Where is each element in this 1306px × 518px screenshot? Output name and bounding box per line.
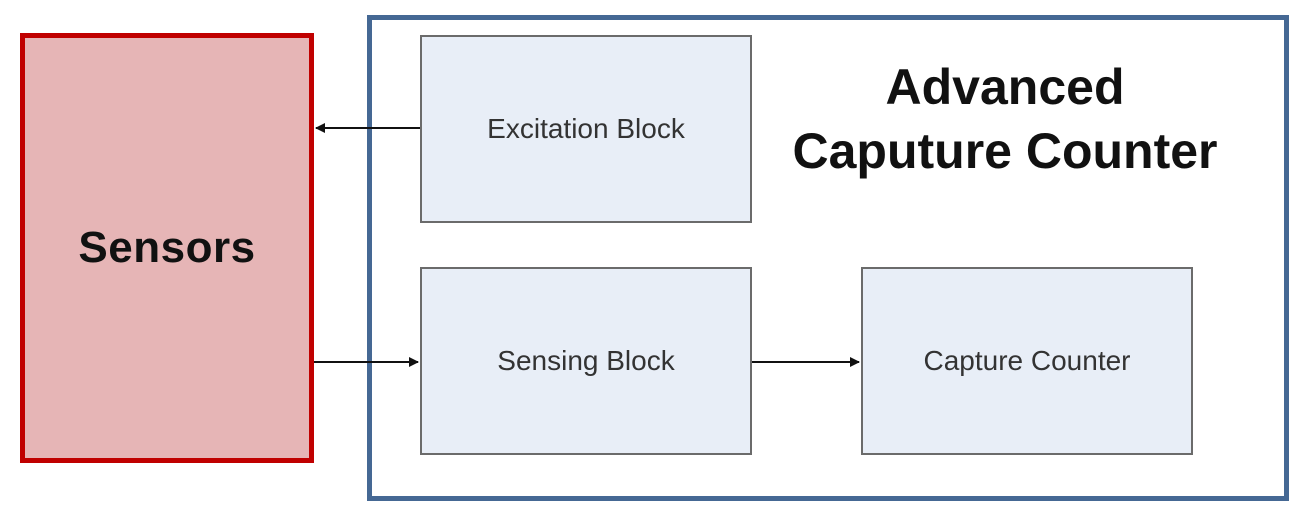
- container-title-line2: Caputure Counter: [792, 123, 1218, 179]
- sensors-block: Sensors: [20, 33, 314, 463]
- capture-counter-block-label: Capture Counter: [923, 345, 1131, 376]
- sensing-block-label: Sensing Block: [497, 345, 675, 376]
- container-title-line1: Advanced: [885, 59, 1125, 115]
- sensing-block: Sensing Block: [420, 267, 752, 455]
- container-title: Advanced Caputure Counter: [740, 55, 1270, 183]
- sensors-label: Sensors: [78, 223, 256, 272]
- capture-counter-block: Capture Counter: [861, 267, 1193, 455]
- excitation-block-label: Excitation Block: [487, 113, 685, 144]
- excitation-block: Excitation Block: [420, 35, 752, 223]
